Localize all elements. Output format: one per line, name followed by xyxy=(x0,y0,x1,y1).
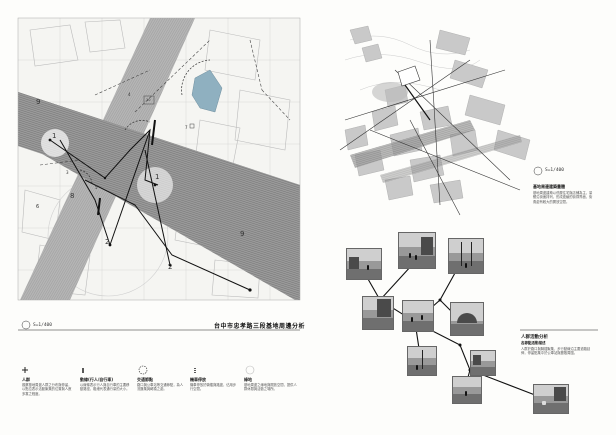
map-marker-7: 7 xyxy=(185,125,188,130)
activity-photo-10 xyxy=(533,384,569,414)
map-title: 台中市忠孝路三段基地周邊分析 xyxy=(214,323,306,330)
map-marker-5: 5 xyxy=(95,185,98,190)
axon-heading: 基地周邊建築量體 xyxy=(533,184,565,189)
activity-photo-3 xyxy=(448,238,484,274)
activity-photo-4 xyxy=(362,296,394,330)
pond xyxy=(191,69,223,113)
activity-photo-7 xyxy=(407,346,437,376)
axon-scale: S=1/400 xyxy=(545,168,564,173)
activity-photo-5 xyxy=(402,300,434,332)
activity-text: 人群於路口與騎樓聚集，步行動線沿主要道路延伸，停留點集中於公車站與攤販周圍。 xyxy=(521,347,591,356)
legend-symbols xyxy=(22,365,255,375)
activity-subheading: 各節點活動描述 xyxy=(521,341,546,345)
map-marker-6: 6 xyxy=(36,204,40,210)
map-marker-10: 10 xyxy=(146,98,151,102)
site-map xyxy=(18,18,300,300)
axon-buildings xyxy=(344,25,531,204)
map-marker-2: 2 xyxy=(168,263,173,271)
activity-photo-2 xyxy=(398,232,436,269)
axon-diagram xyxy=(339,25,531,216)
map-north-icon xyxy=(21,320,31,330)
map-marker-2: 2 xyxy=(105,238,110,246)
map-marker-9: 9 xyxy=(36,98,41,106)
activity-photo-9 xyxy=(452,376,482,404)
activity-heading: 人群活動分析 xyxy=(521,335,548,340)
activity-photo-6 xyxy=(450,302,484,336)
map-scale: S=1/400 xyxy=(33,323,52,328)
activity-photo-8 xyxy=(470,350,496,376)
activity-photo-1 xyxy=(346,248,382,280)
axon-text: 基地周邊建築以低層住宅與店鋪為主，量體沿街面排列，形成連續的街廓界面，街角處有較… xyxy=(533,191,593,204)
map-marker-4: 4 xyxy=(128,92,131,97)
axon-north-icon xyxy=(533,166,543,176)
map-movement-lines xyxy=(49,128,251,291)
map-marker-8: 8 xyxy=(70,192,75,200)
map-marker-3: 3 xyxy=(66,170,69,175)
map-marker-1: 1 xyxy=(52,132,57,140)
map-marker-1: 1 xyxy=(155,173,160,181)
map-marker-9: 9 xyxy=(240,230,245,238)
